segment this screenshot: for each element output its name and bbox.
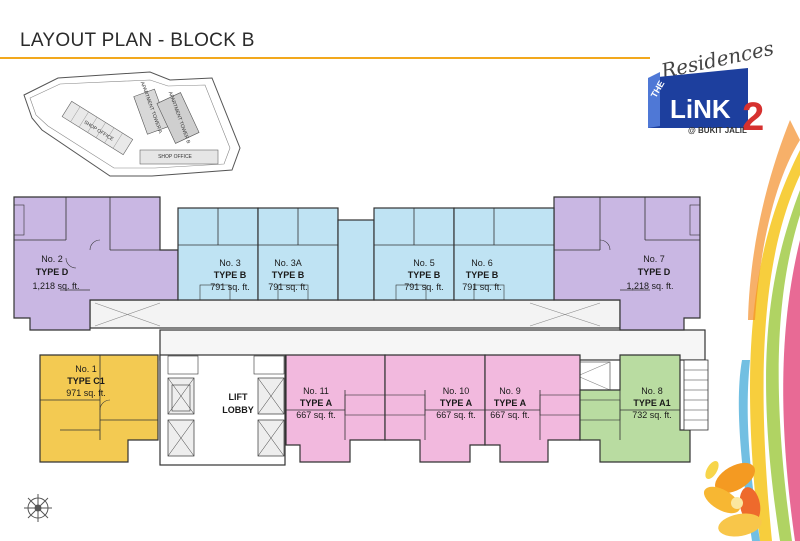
page-title: LAYOUT PLAN - BLOCK B: [20, 30, 255, 51]
lift-lobby-label-line1: LIFT: [229, 392, 248, 402]
unit-no-11: [285, 354, 386, 463]
floor-plan: [13, 196, 709, 466]
unit-1-area: 971 sq. ft.: [66, 388, 106, 398]
project-logo: Residences THE LiNK 2 @ BUKIT JALIL: [648, 36, 776, 139]
unit-9-type: TYPE A: [494, 398, 527, 408]
unit-2-type: TYPE D: [36, 267, 69, 277]
unit-7-area: 1,218 sq. ft.: [626, 281, 673, 291]
unit-2-area: 1,218 sq. ft.: [32, 281, 79, 291]
stairs-right: [683, 359, 709, 431]
unit-3-area: 791 sq. ft.: [210, 282, 250, 292]
unit-9-area: 667 sq. ft.: [490, 410, 530, 420]
core-gap-blue: [337, 219, 375, 301]
decorative-swooshes: [703, 120, 800, 541]
unit-3-number: No. 3: [219, 258, 241, 268]
unit-no-8: [579, 354, 691, 463]
unit-5-area: 791 sq. ft.: [404, 282, 444, 292]
flower-decoration: [703, 460, 762, 537]
unit-6-type: TYPE B: [466, 270, 499, 280]
logo-blue-block: [648, 68, 748, 128]
unit-10-number: No. 10: [443, 386, 470, 396]
unit-8-number: No. 8: [641, 386, 663, 396]
logo-two-text: 2: [742, 95, 764, 139]
unit-8-type: TYPE A1: [633, 398, 670, 408]
lift-lobby-block: [159, 354, 286, 466]
unit-3a-number: No. 3A: [274, 258, 302, 268]
unit-no-6: [453, 207, 555, 301]
logo-bukit-jalil-text: @ BUKIT JALIL: [688, 126, 747, 135]
stairs-left: [171, 384, 191, 412]
unit-11-number: No. 11: [303, 386, 329, 396]
unit-6-area: 791 sq. ft.: [462, 282, 502, 292]
unit-5-number: No. 5: [413, 258, 435, 268]
compass-icon: [24, 494, 52, 522]
unit-no-1: [39, 354, 159, 463]
title-underline: [0, 57, 650, 59]
unit-no-3: [177, 207, 259, 301]
unit-11-type: TYPE A: [300, 398, 333, 408]
unit-10-area: 667 sq. ft.: [436, 410, 476, 420]
unit-10-type: TYPE A: [440, 398, 473, 408]
unit-no-2: [13, 196, 179, 331]
unit-3a-area: 791 sq. ft.: [268, 282, 308, 292]
site-key-plan: SHOP OFFICE APARTMENT TOWER A APARTMENT …: [23, 71, 241, 177]
corridor-upper: [89, 299, 621, 329]
unit-9-number: No. 9: [499, 386, 521, 396]
site-shop-office-bottom: SHOP OFFICE: [158, 154, 192, 160]
unit-8-area: 732 sq. ft.: [632, 410, 672, 420]
logo-link-text: LiNK: [670, 94, 731, 124]
unit-5-type: TYPE B: [408, 270, 441, 280]
unit-3-type: TYPE B: [214, 270, 247, 280]
unit-no-5: [373, 207, 455, 301]
unit-no-7: [553, 196, 701, 331]
unit-2-number: No. 2: [41, 254, 63, 264]
unit-labels: No. 2 TYPE D 1,218 sq. ft. No. 3 TYPE B …: [32, 254, 673, 420]
unit-1-number: No. 1: [75, 364, 97, 374]
unit-7-type: TYPE D: [638, 267, 671, 277]
unit-no-3a: [257, 207, 339, 301]
unit-no-10: [384, 354, 486, 463]
unit-11-area: 667 sq. ft.: [296, 410, 336, 420]
lift-lobby-label-line2: LOBBY: [222, 405, 254, 415]
unit-1-type: TYPE C1: [67, 376, 105, 386]
unit-3a-type: TYPE B: [272, 270, 305, 280]
unit-7-number: No. 7: [643, 254, 665, 264]
unit-no-9: [484, 354, 581, 463]
unit-6-number: No. 6: [471, 258, 493, 268]
